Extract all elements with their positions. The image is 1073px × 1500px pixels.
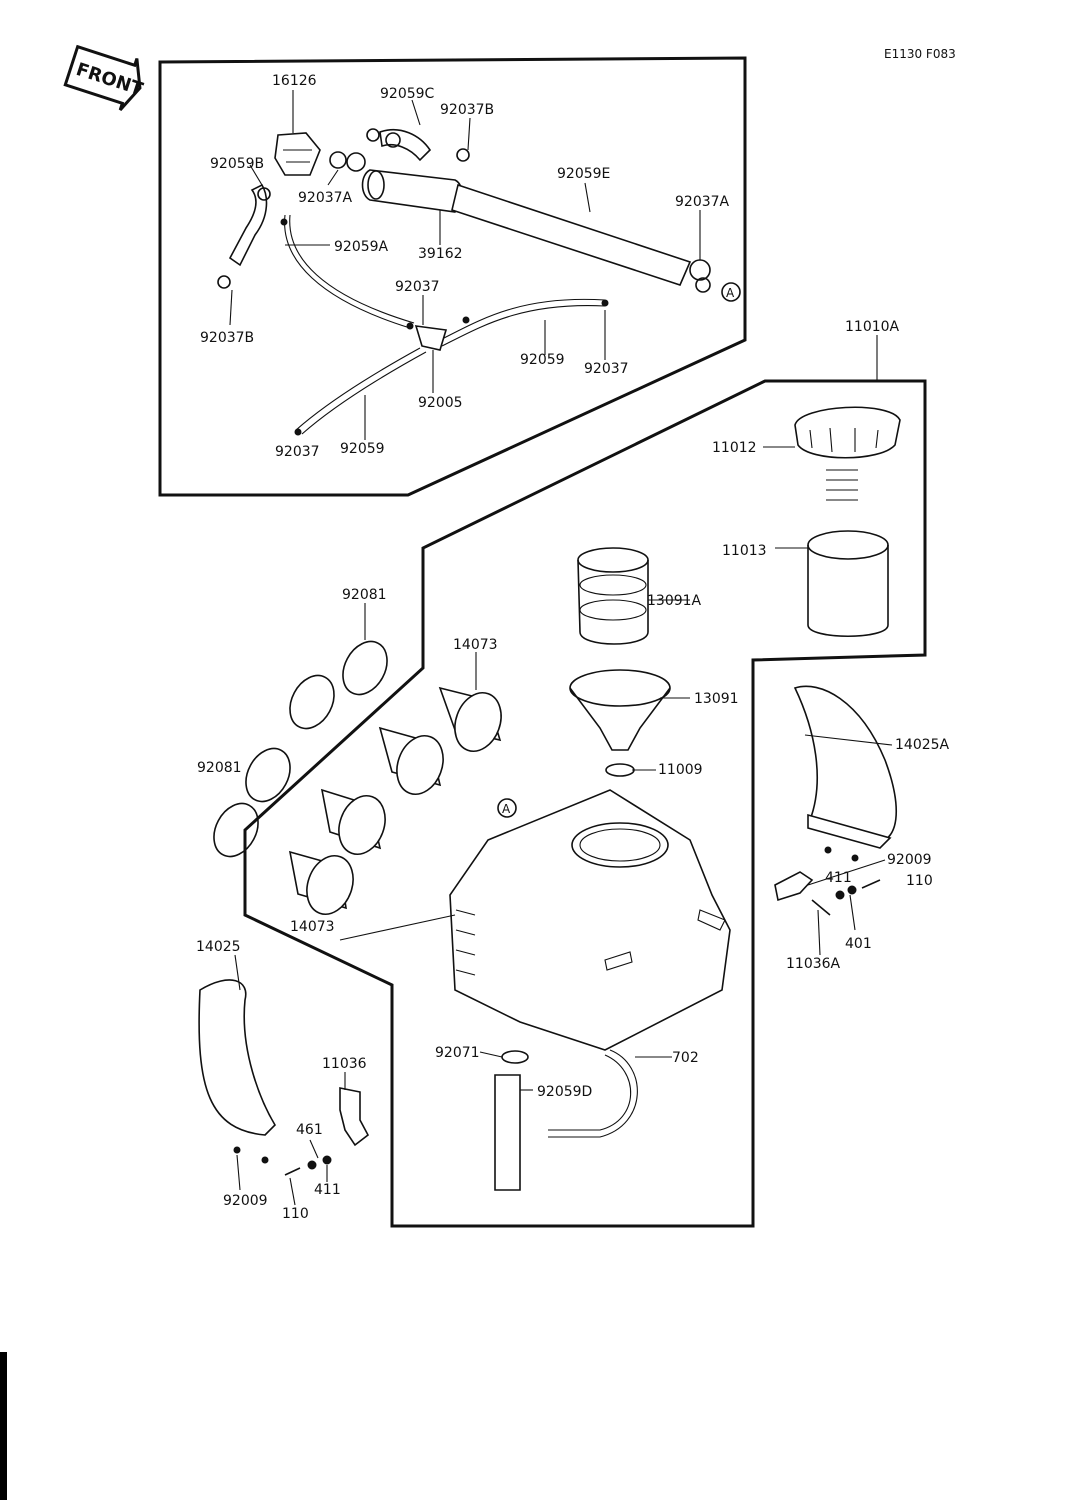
breather-hose-assembly: A — [217, 128, 741, 436]
label-92005: 92005 — [418, 395, 463, 411]
label-92037a-right: 92037A — [675, 194, 730, 210]
label-461: 461 — [296, 1122, 323, 1138]
label-14025: 14025 — [196, 939, 241, 955]
ref-a-lower: A — [502, 802, 511, 816]
label-92009-right: 92009 — [887, 852, 932, 868]
main-panel-border — [243, 379, 927, 1228]
label-92059d: 92059D — [537, 1084, 592, 1100]
label-411-left: 411 — [314, 1182, 341, 1198]
label-110-right: 110 — [906, 873, 933, 889]
label-16126: 16126 — [272, 73, 317, 89]
ref-a-upper: A — [726, 286, 735, 300]
front-badge: FRONT — [63, 44, 146, 111]
hose-panel-border — [158, 56, 747, 497]
label-92037-mid: 92037 — [395, 279, 440, 295]
label-13091: 13091 — [694, 691, 739, 707]
label-39162: 39162 — [418, 246, 463, 262]
label-92071: 92071 — [435, 1045, 480, 1061]
doc-code: E1130 F083 — [884, 47, 956, 61]
part-labels: 16126 92059C 92037B 92059B 92037A 92059E… — [196, 73, 950, 1222]
label-11036: 11036 — [322, 1056, 367, 1072]
label-92059e: 92059E — [557, 166, 610, 182]
leader-lines-upper — [229, 90, 701, 440]
label-11012: 11012 — [712, 440, 757, 456]
label-11010a: 11010A — [845, 319, 900, 335]
label-92059-right: 92059 — [520, 352, 565, 368]
air-cleaner-assembly: A — [198, 406, 901, 1191]
label-92081-left: 92081 — [197, 760, 242, 776]
label-14073-top: 14073 — [453, 637, 498, 653]
label-92037-right: 92037 — [584, 361, 629, 377]
label-401: 401 — [845, 936, 872, 952]
label-92037a-left: 92037A — [298, 190, 353, 206]
label-14073-bottom: 14073 — [290, 919, 335, 935]
label-411-right: 411 — [825, 870, 852, 886]
label-110-left: 110 — [282, 1206, 309, 1222]
label-92009-left: 92009 — [223, 1193, 268, 1209]
label-13091a: 13091A — [647, 593, 702, 609]
label-11036a: 11036A — [786, 956, 841, 972]
label-92059b: 92059B — [210, 156, 264, 172]
label-92037-bottom: 92037 — [275, 444, 320, 460]
label-702: 702 — [672, 1050, 699, 1066]
label-92037b-top: 92037B — [440, 102, 494, 118]
label-92059a: 92059A — [334, 239, 389, 255]
label-92059-bottom: 92059 — [340, 441, 385, 457]
label-92037b-low: 92037B — [200, 330, 254, 346]
label-92059c: 92059C — [380, 86, 435, 102]
label-11013: 11013 — [722, 543, 767, 559]
label-11009: 11009 — [658, 762, 703, 778]
label-92081-top: 92081 — [342, 587, 387, 603]
scan-edge-bar — [0, 1352, 7, 1500]
leader-lines-main — [234, 335, 893, 1206]
label-14025a: 14025A — [895, 737, 950, 753]
